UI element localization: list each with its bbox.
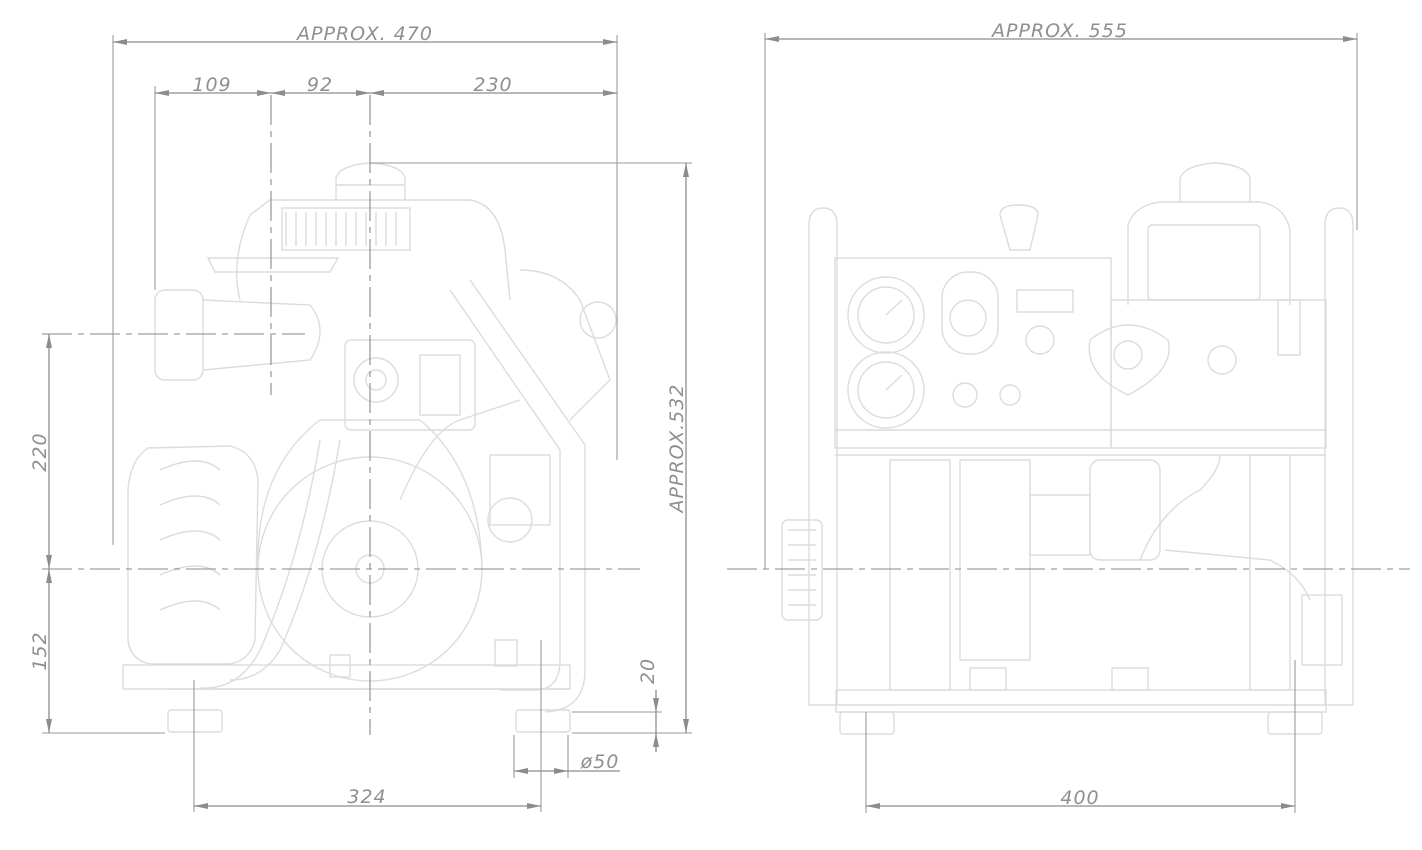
- dim-front-width-seg1-label: 109: [192, 74, 231, 96]
- dim-front-width-total-label: APPROX. 470: [295, 23, 433, 45]
- dim-side-feet-span-label: 400: [1060, 787, 1099, 809]
- dim-front-feet-span-label: 324: [347, 786, 386, 808]
- dim-height-lower-label: 152: [29, 631, 51, 670]
- dim-height-total: APPROX.532: [666, 163, 689, 733]
- dim-hole-diameter-label: ø50: [580, 751, 620, 773]
- side-view-pump: [781, 162, 1354, 735]
- dim-front-width-total: APPROX. 470: [113, 23, 617, 45]
- dim-hole-diameter: ø50: [514, 751, 620, 774]
- dim-foot-offset-label: 20: [637, 658, 659, 684]
- dim-front-width-seg2-label: 92: [307, 74, 333, 96]
- dim-height-left: 220 152: [29, 334, 52, 733]
- dim-foot-offset: 20: [637, 658, 659, 752]
- dim-side-feet-span: 400: [866, 787, 1295, 809]
- dim-height-total-label: APPROX.532: [666, 384, 688, 515]
- dim-side-width-total: APPROX. 555: [765, 20, 1357, 42]
- dim-front-width-seg3-label: 230: [473, 74, 512, 96]
- dim-side-width-total-label: APPROX. 555: [990, 20, 1128, 42]
- dim-height-upper-label: 220: [29, 432, 51, 471]
- dim-front-width-segments: 109 92 230: [155, 74, 617, 96]
- dim-front-feet-span: 324: [194, 786, 541, 809]
